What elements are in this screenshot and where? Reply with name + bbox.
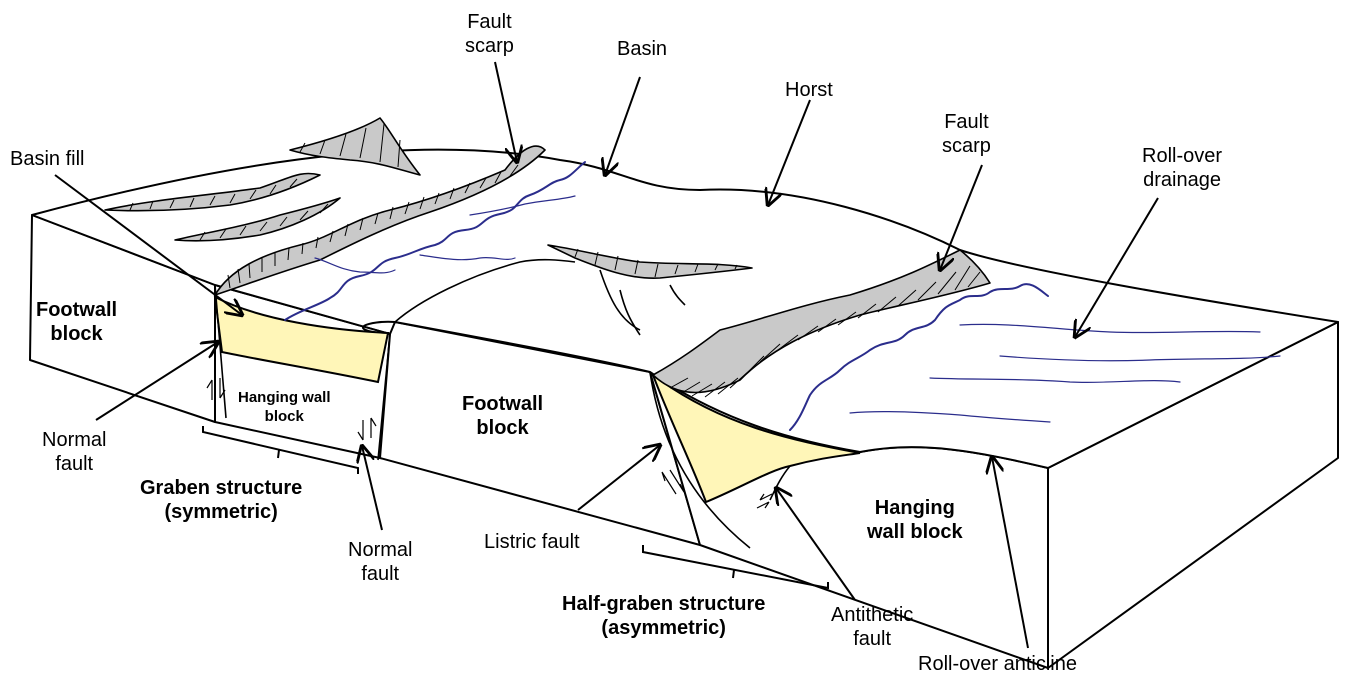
rollover-anticline-label: Roll-over anticline <box>918 652 1077 676</box>
graben-structure-label: Graben structure(symmetric) <box>140 476 302 524</box>
listric-fault-label: Listric fault <box>484 530 580 554</box>
basin-label: Basin <box>617 37 667 61</box>
half-graben-structure-label: Half-graben structure(asymmetric) <box>562 592 765 640</box>
horst-label: Horst <box>785 78 833 102</box>
basin-fill-label: Basin fill <box>10 147 84 171</box>
